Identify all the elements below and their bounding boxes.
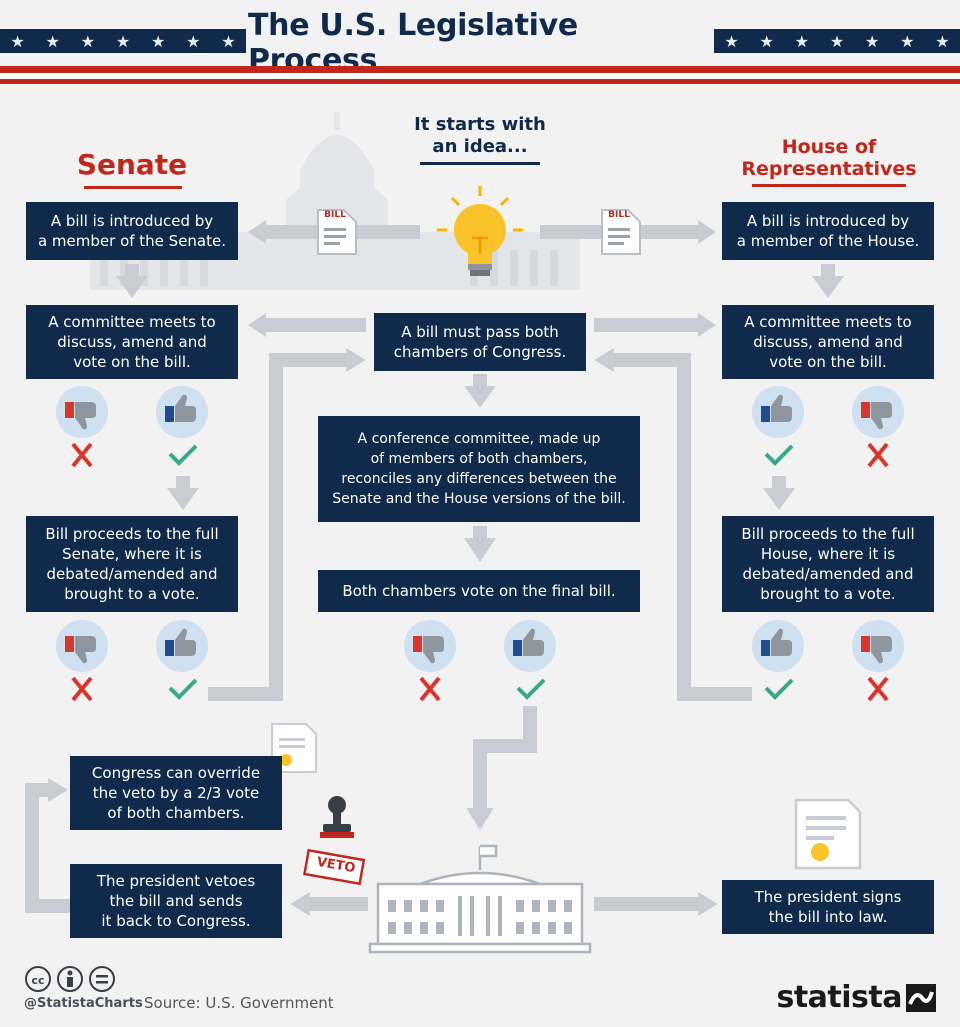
idea-heading: It starts with an idea...: [414, 114, 546, 157]
house-heading: House of Representatives: [741, 136, 917, 180]
house-intro-box: A bill is introduced by a member of the …: [722, 202, 934, 260]
star-icon: ★: [150, 31, 166, 51]
star-icon: ★: [935, 31, 950, 51]
red-x-icon: [867, 676, 889, 702]
bill-label-house: BILL: [608, 210, 630, 220]
green-check-icon: [516, 678, 546, 700]
thumbs-down-icon: [852, 386, 904, 438]
thumbs-down-icon: [852, 620, 904, 672]
star-icon: ★: [186, 31, 201, 51]
thumbs-up-icon: [156, 386, 208, 438]
light-bulb-icon: [437, 186, 523, 276]
footer-source: Source: U.S. Government: [144, 994, 334, 1012]
idea-underline: [420, 162, 540, 165]
white-house-icon: [368, 844, 592, 954]
down-arrows: [116, 264, 844, 562]
bill-label-senate: BILL: [324, 210, 346, 220]
red-x-icon: [419, 676, 441, 702]
header-stripe-red-2: [0, 79, 960, 84]
thumbs-up-icon: [752, 386, 804, 438]
senate-intro-box: A bill is introduced by a member of the …: [26, 202, 238, 260]
red-x-icon: [71, 676, 93, 702]
footer-handle: @StatistaCharts: [24, 996, 143, 1011]
star-icon: ★: [829, 31, 845, 51]
header-stripe-red: [0, 66, 960, 73]
veto-box: The president vetoes the bill and sends …: [70, 864, 282, 938]
final-vote-box: Both chambers vote on the final bill.: [318, 570, 640, 612]
red-x-icon: [867, 442, 889, 468]
red-x-icon: [71, 442, 93, 468]
conference-committee-box: A conference committee, made up of membe…: [318, 416, 640, 522]
thumbs-down-icon: [56, 386, 108, 438]
star-icon: ★: [864, 31, 880, 51]
thumbs-up-icon: [504, 620, 556, 672]
statista-logo-text: statista: [776, 980, 902, 1015]
override-box: Congress can override the veto by a 2/3 …: [70, 756, 282, 830]
header-stripe-white: [0, 73, 960, 79]
senate-committee-box: A committee meets to discuss, amend and …: [26, 305, 238, 379]
bill-document-icon: [601, 209, 641, 255]
thumbs-down-icon: [404, 620, 456, 672]
arrow-heads: [48, 220, 718, 916]
thumbs-up-icon: [752, 620, 804, 672]
senate-heading: Senate: [76, 148, 188, 181]
house-heading-underline: [752, 184, 906, 187]
white-house-windows: [388, 896, 572, 936]
left-star-band: ★ ★ ★ ★ ★ ★ ★: [0, 29, 246, 53]
star-icon: ★: [80, 31, 96, 51]
house-full-box: Bill proceeds to the full House, where i…: [722, 516, 934, 612]
signed-law-certificate-icon: [794, 798, 862, 870]
senate-full-box: Bill proceeds to the full Senate, where …: [26, 516, 238, 612]
star-icon: ★: [45, 31, 60, 51]
green-check-icon: [764, 444, 794, 466]
license-icons: cc: [25, 966, 115, 992]
star-icon: ★: [724, 31, 739, 51]
svg-text:cc: cc: [31, 974, 44, 987]
star-icon: ★: [900, 31, 915, 51]
senate-heading-underline: [84, 186, 182, 189]
green-check-icon: [168, 678, 198, 700]
thumbs-up-icon: [156, 620, 208, 672]
bill-document-icon: [317, 209, 357, 255]
green-check-icon: [168, 444, 198, 466]
star-icon: ★: [759, 31, 774, 51]
house-committee-box: A committee meets to discuss, amend and …: [722, 305, 934, 379]
sign-box: The president signs the bill into law.: [722, 880, 934, 934]
thumbs-down-icon: [56, 620, 108, 672]
star-icon: ★: [221, 31, 236, 51]
right-star-band: ★ ★ ★ ★ ★ ★ ★: [714, 29, 960, 53]
star-icon: ★: [115, 31, 131, 51]
both-chambers-box: A bill must pass both chambers of Congre…: [374, 313, 586, 371]
stamp-icon: [320, 796, 354, 838]
star-icon: ★: [10, 31, 25, 51]
star-icon: ★: [794, 31, 810, 51]
veto-stamp-mark: [303, 848, 366, 886]
green-check-icon: [764, 678, 794, 700]
statista-logo-icon: [906, 984, 936, 1012]
